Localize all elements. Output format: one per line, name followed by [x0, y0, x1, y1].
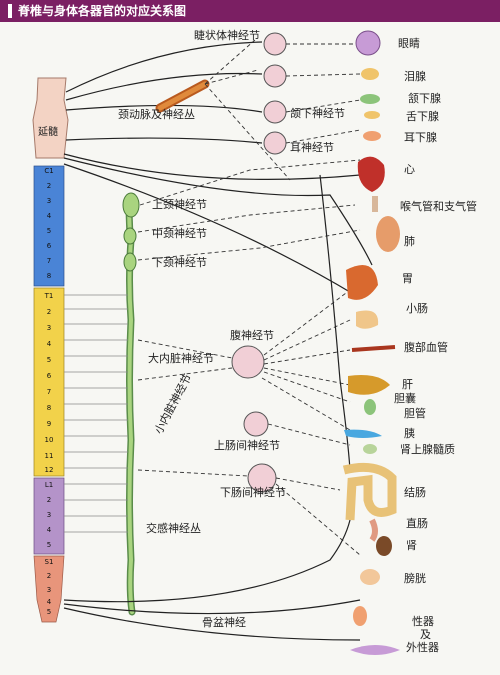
- organ-images: [342, 30, 400, 655]
- otic-ganglion-label: 耳神经节: [290, 141, 334, 154]
- spine-s5: 5: [46, 608, 52, 616]
- organ-bile-duct-label: 胆管: [404, 407, 426, 420]
- spine-t5: 5: [46, 356, 52, 364]
- organ-heart-label: 心: [404, 163, 415, 176]
- organ-liver-label: 肝: [402, 378, 413, 391]
- carotid-plexus-label: 颈动脉及神经丛: [118, 108, 195, 121]
- organ-stomach-label: 胃: [402, 272, 413, 285]
- spine-c2: 2: [46, 182, 52, 190]
- ciliary-ganglion-label: 睫状体神经节: [194, 29, 260, 42]
- spine-l4: 4: [46, 526, 52, 534]
- spine-t8: 8: [46, 404, 52, 412]
- spine-t9: 9: [46, 420, 52, 428]
- spine-s3: 3: [46, 586, 52, 594]
- organ-kidney-label: 肾: [406, 539, 417, 552]
- spine-c8: 8: [46, 272, 52, 280]
- cranial-nerves: [63, 41, 373, 296]
- organ-genital-label-2: 及: [420, 628, 431, 641]
- spine-l3: 3: [46, 511, 52, 519]
- spine-l1: L1: [44, 481, 54, 489]
- greater-splanchnic-label: 大内脏神经节: [148, 352, 214, 365]
- middle-cervical-ganglion-label: 中颈神经节: [152, 227, 207, 240]
- organ-colon-label: 结肠: [404, 486, 426, 499]
- spine-c5: 5: [46, 227, 52, 235]
- spine-s1: S1: [44, 558, 54, 566]
- organ-eye-label: 眼睛: [398, 37, 420, 50]
- spine-c6: 6: [46, 242, 52, 250]
- organ-genital-label-3: 外性器: [406, 641, 439, 654]
- spine-t6: 6: [46, 372, 52, 380]
- spine-column: [32, 77, 69, 623]
- inferior-cervical-ganglion-label: 下颈神经节: [152, 256, 207, 269]
- spine-c1: C1: [44, 167, 54, 175]
- spine-t7: 7: [46, 388, 52, 396]
- spine-c3: 3: [46, 197, 52, 205]
- head-ganglia: [263, 32, 287, 155]
- medulla-label: 延髓: [38, 127, 58, 138]
- organ-lacrimal-label: 泪腺: [404, 70, 426, 83]
- organ-small-intestine-label: 小肠: [406, 302, 428, 315]
- organ-bladder-label: 膀胱: [404, 572, 426, 585]
- spine-t10: 10: [44, 436, 54, 444]
- organ-lung-label: 肺: [404, 235, 415, 248]
- spine-c4: 4: [46, 212, 52, 220]
- inferior-mesenteric-label: 下肠间神经节: [220, 486, 286, 499]
- organ-gallbladder-label: 胆囊: [394, 392, 416, 405]
- sympathetic-chain: [122, 192, 140, 616]
- spine-l2: 2: [46, 496, 52, 504]
- pelvic-nerve-label: 骨盆神经: [202, 616, 246, 629]
- organ-rectum-label: 直肠: [406, 517, 428, 530]
- celiac-ganglion-label: 腹神经节: [230, 329, 274, 342]
- header-bar: 脊椎与身体各器官的对应关系图: [0, 0, 500, 22]
- spine-c7: 7: [46, 257, 52, 265]
- superior-cervical-ganglion-label: 上颈神经节: [152, 198, 207, 211]
- organ-adrenal-label: 肾上腺髓质: [400, 443, 455, 456]
- organ-sublingual-label: 舌下腺: [406, 110, 439, 123]
- organ-parotid-label: 耳下腺: [404, 131, 437, 144]
- abdominal-ganglia: [231, 345, 277, 493]
- abdominal-dashes: [137, 289, 361, 556]
- organ-submandibular-label: 颔下腺: [408, 92, 441, 105]
- organ-abdominal-vessels-label: 腹部血管: [404, 341, 448, 354]
- page-title: 脊椎与身体各器官的对应关系图: [18, 4, 187, 18]
- spine-t1: T1: [44, 292, 54, 300]
- vagus-pelvic: [63, 174, 361, 641]
- submandibular-ganglion-label: 颌下神经节: [290, 107, 345, 120]
- organ-genital-label-1: 性器: [412, 615, 434, 628]
- organ-trachea-label: 喉气管和支气管: [400, 200, 477, 213]
- spine-t11: 11: [44, 452, 54, 460]
- spine-l5: 5: [46, 541, 52, 549]
- spinal-roots: [64, 294, 128, 533]
- spine-t4: 4: [46, 340, 52, 348]
- sympathetic-plexus-label: 交感神经丛: [146, 522, 201, 535]
- superior-mesenteric-label: 上肠间神经节: [214, 439, 280, 452]
- spine-s2: 2: [46, 572, 52, 580]
- spine-s4: 4: [46, 598, 52, 606]
- spine-t2: 2: [46, 308, 52, 316]
- organ-pancreas-label: 胰: [404, 427, 415, 440]
- spine-t12: 12: [44, 466, 54, 474]
- header-accent: [8, 4, 12, 18]
- spine-t3: 3: [46, 324, 52, 332]
